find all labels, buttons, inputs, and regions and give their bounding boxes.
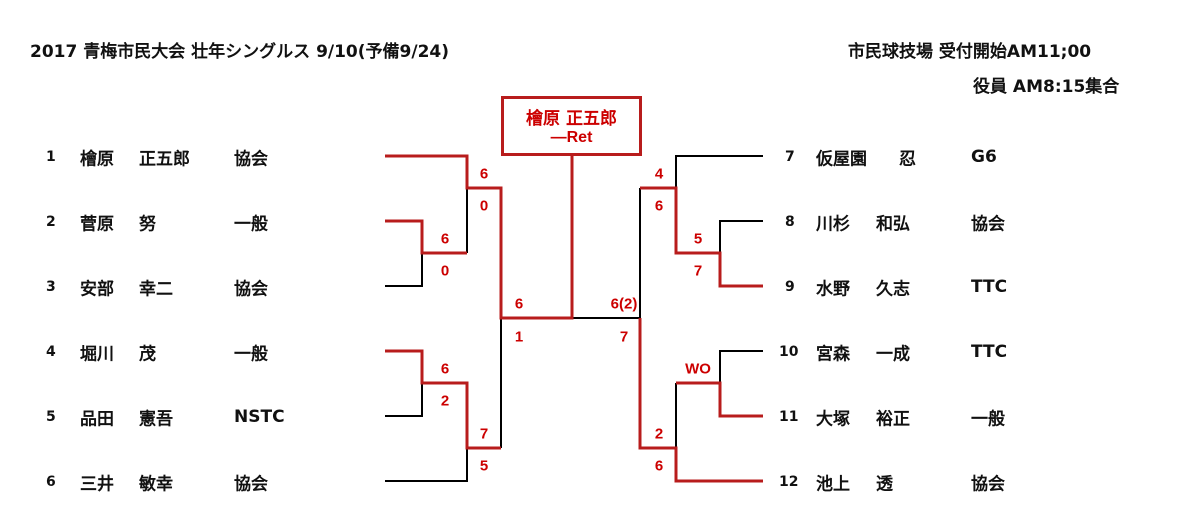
player-surname: 安部 bbox=[80, 279, 114, 300]
score-r-r2-top-a: 4 bbox=[654, 165, 664, 183]
player-surname: 三井 bbox=[80, 474, 114, 495]
player-number: 7 bbox=[785, 149, 795, 165]
score-l-r1-top-a: 6 bbox=[440, 230, 450, 248]
score-l-r1-bot-a: 6 bbox=[440, 360, 450, 378]
player-surname: 宮森 bbox=[816, 344, 850, 365]
player-surname: 大塚 bbox=[816, 409, 850, 430]
win-path-p4 bbox=[385, 349, 501, 450]
player-number: 9 bbox=[785, 279, 795, 295]
player-surname: 仮屋園 bbox=[816, 149, 867, 170]
player-number: 11 bbox=[779, 409, 799, 425]
score-l-r2-bot-a: 7 bbox=[479, 425, 489, 443]
score-l-r1-top-b: 0 bbox=[440, 262, 450, 280]
player-given-name: 正五郎 bbox=[139, 149, 190, 170]
score-r-r2-top-b: 6 bbox=[654, 197, 664, 215]
player-club: TTC bbox=[971, 277, 1008, 297]
win-path-p9 bbox=[640, 186, 763, 288]
player-surname: 水野 bbox=[816, 279, 850, 300]
player-given-name: 茂 bbox=[139, 344, 156, 365]
win-path-p2 bbox=[385, 219, 467, 255]
line-p3 bbox=[385, 253, 423, 287]
score-sf-right-b: 7 bbox=[619, 328, 629, 346]
win-path-p1 bbox=[385, 153, 574, 320]
line-p6 bbox=[385, 448, 468, 482]
win-path-p11 bbox=[676, 381, 763, 418]
player-number: 6 bbox=[46, 474, 56, 490]
champion-box: 檜原 正五郎 —Ret bbox=[501, 96, 642, 156]
player-given-name: 憲吾 bbox=[139, 409, 173, 430]
player-number: 2 bbox=[46, 214, 56, 230]
player-given-name: 久志 bbox=[876, 279, 910, 300]
line-p5 bbox=[385, 383, 423, 417]
venue-info: 市民球技場 受付開始AM11;00 bbox=[848, 42, 1092, 62]
score-r-r1-top-b: 7 bbox=[693, 262, 703, 280]
score-sf-right-a: 6(2) bbox=[610, 295, 638, 313]
tournament-title: 2017 青梅市民大会 壮年シングルス 9/10(予備9/24) bbox=[30, 42, 449, 62]
player-given-name: 透 bbox=[876, 474, 893, 495]
line-p10 bbox=[719, 350, 763, 383]
player-given-name: 幸二 bbox=[139, 279, 173, 300]
player-number: 3 bbox=[46, 279, 56, 295]
player-club: 協会 bbox=[234, 149, 268, 170]
champion-name: 檜原 正五郎 bbox=[526, 109, 617, 129]
player-club: 一般 bbox=[234, 214, 268, 235]
win-path-p12 bbox=[638, 318, 763, 483]
player-number: 12 bbox=[779, 474, 799, 490]
score-r-r1-bot-wo: WO bbox=[685, 360, 711, 378]
score-sf-left-b: 1 bbox=[514, 328, 524, 346]
score-sf-left-a: 6 bbox=[514, 295, 524, 313]
score-l-r2-bot-b: 5 bbox=[479, 457, 489, 475]
player-number: 4 bbox=[46, 344, 56, 360]
score-r-r2-bot-b: 6 bbox=[654, 457, 664, 475]
player-given-name: 裕正 bbox=[876, 409, 910, 430]
player-given-name: 敏幸 bbox=[139, 474, 173, 495]
player-given-name: 和弘 bbox=[876, 214, 910, 235]
line-p7 bbox=[675, 155, 763, 188]
champion-result: —Ret bbox=[550, 129, 593, 146]
player-given-name: 一成 bbox=[876, 344, 910, 365]
score-l-r2-top-b: 0 bbox=[479, 197, 489, 215]
score-l-r1-bot-b: 2 bbox=[440, 392, 450, 410]
player-given-name: 努 bbox=[139, 214, 156, 235]
player-surname: 池上 bbox=[816, 474, 850, 495]
player-number: 10 bbox=[779, 344, 799, 360]
player-surname: 川杉 bbox=[816, 214, 850, 235]
player-surname: 堀川 bbox=[80, 344, 114, 365]
line-p8 bbox=[719, 220, 763, 253]
player-club: 協会 bbox=[971, 214, 1005, 235]
player-club: NSTC bbox=[234, 407, 285, 427]
player-club: 協会 bbox=[971, 474, 1005, 495]
player-number: 8 bbox=[785, 214, 795, 230]
player-club: 一般 bbox=[234, 344, 268, 365]
player-club: 協会 bbox=[234, 279, 268, 300]
score-l-r2-top-a: 6 bbox=[479, 165, 489, 183]
officials-info: 役員 AM8:15集合 bbox=[973, 77, 1120, 97]
player-number: 1 bbox=[46, 149, 56, 165]
score-r-r1-top-a: 5 bbox=[693, 230, 703, 248]
player-club: 協会 bbox=[234, 474, 268, 495]
player-surname: 品田 bbox=[80, 409, 114, 430]
player-surname: 菅原 bbox=[80, 214, 114, 235]
player-number: 5 bbox=[46, 409, 56, 425]
player-club: 一般 bbox=[971, 409, 1005, 430]
player-club: G6 bbox=[971, 147, 997, 167]
player-surname: 檜原 bbox=[80, 149, 114, 170]
player-club: TTC bbox=[971, 342, 1008, 362]
player-given-name: 忍 bbox=[899, 149, 916, 170]
score-r-r2-bot-a: 2 bbox=[654, 425, 664, 443]
